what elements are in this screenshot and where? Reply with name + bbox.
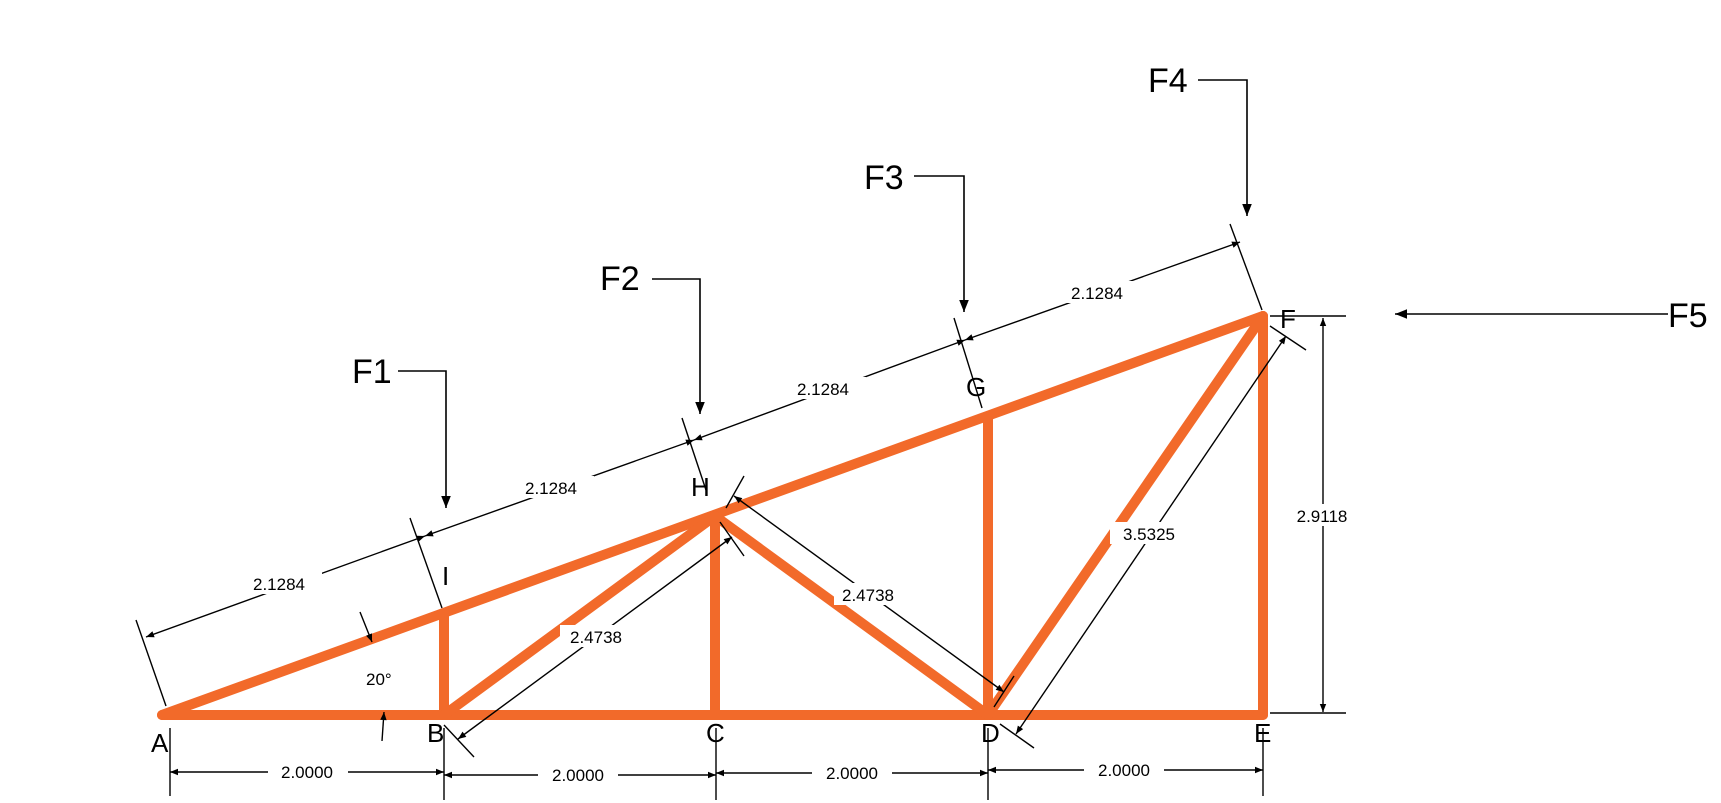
force-arrow-F4 — [1198, 79, 1252, 216]
force-label-F3: F3 — [864, 159, 904, 197]
node-label-C: C — [706, 718, 725, 748]
force-label-F2: F2 — [600, 260, 640, 298]
diag-DF-dimension: 3.5325 — [999, 325, 1307, 749]
diag-BH-dimension: 2.4738 — [443, 521, 745, 758]
height-EF-dimension: 2.9118 — [1270, 315, 1362, 714]
node-labels: A B C D E F G H I — [151, 304, 1296, 758]
dim-bottom-BC: 2.0000 — [552, 766, 604, 785]
truss-members — [157, 311, 1268, 720]
force-label-F5: F5 — [1668, 297, 1708, 335]
member-HD-diagonal — [710, 511, 993, 720]
applied-forces: F1 F2 F3 F4 F5 — [352, 62, 1708, 508]
dim-diag-BH: 2.4738 — [570, 628, 622, 647]
force-arrow-F2 — [652, 278, 705, 414]
force-label-F4: F4 — [1148, 62, 1188, 100]
angle-label: 20° — [366, 670, 392, 689]
dim-top-HG: 2.1284 — [797, 380, 849, 399]
dim-height-EF: 2.9118 — [1297, 507, 1348, 526]
angle-indicator: 20° — [359, 611, 392, 742]
top-chord-dimensions: 2.1284 2.1284 2.1284 2.1284 — [135, 223, 1263, 707]
force-arrow-F3 — [914, 175, 969, 312]
bottom-chord-dimensions: 2.0000 2.0000 2.0000 2.0000 — [169, 728, 1264, 800]
dim-diag-DF: 3.5325 — [1123, 525, 1175, 544]
dim-top-GF: 2.1284 — [1071, 284, 1123, 303]
member-DF-diagonal — [983, 311, 1268, 720]
node-label-A: A — [151, 728, 169, 758]
diag-HD-dimension: 2.4738 — [725, 475, 1015, 708]
member-BH-diagonal — [439, 511, 720, 720]
node-label-D: D — [981, 718, 1000, 748]
node-label-E: E — [1254, 718, 1271, 748]
dim-top-AI: 2.1284 — [253, 575, 305, 594]
dim-bottom-AB: 2.0000 — [281, 763, 333, 782]
node-label-H: H — [691, 472, 710, 502]
dim-top-IH: 2.1284 — [525, 479, 577, 498]
dim-bottom-CD: 2.0000 — [826, 764, 878, 783]
force-label-F1: F1 — [352, 353, 392, 391]
dim-diag-HD: 2.4738 — [842, 586, 894, 605]
node-label-F: F — [1280, 304, 1296, 334]
node-label-B: B — [427, 718, 444, 748]
force-arrow-F1 — [398, 370, 451, 508]
dim-bottom-DE: 2.0000 — [1098, 761, 1150, 780]
node-label-I: I — [442, 561, 449, 591]
node-label-G: G — [966, 372, 986, 402]
